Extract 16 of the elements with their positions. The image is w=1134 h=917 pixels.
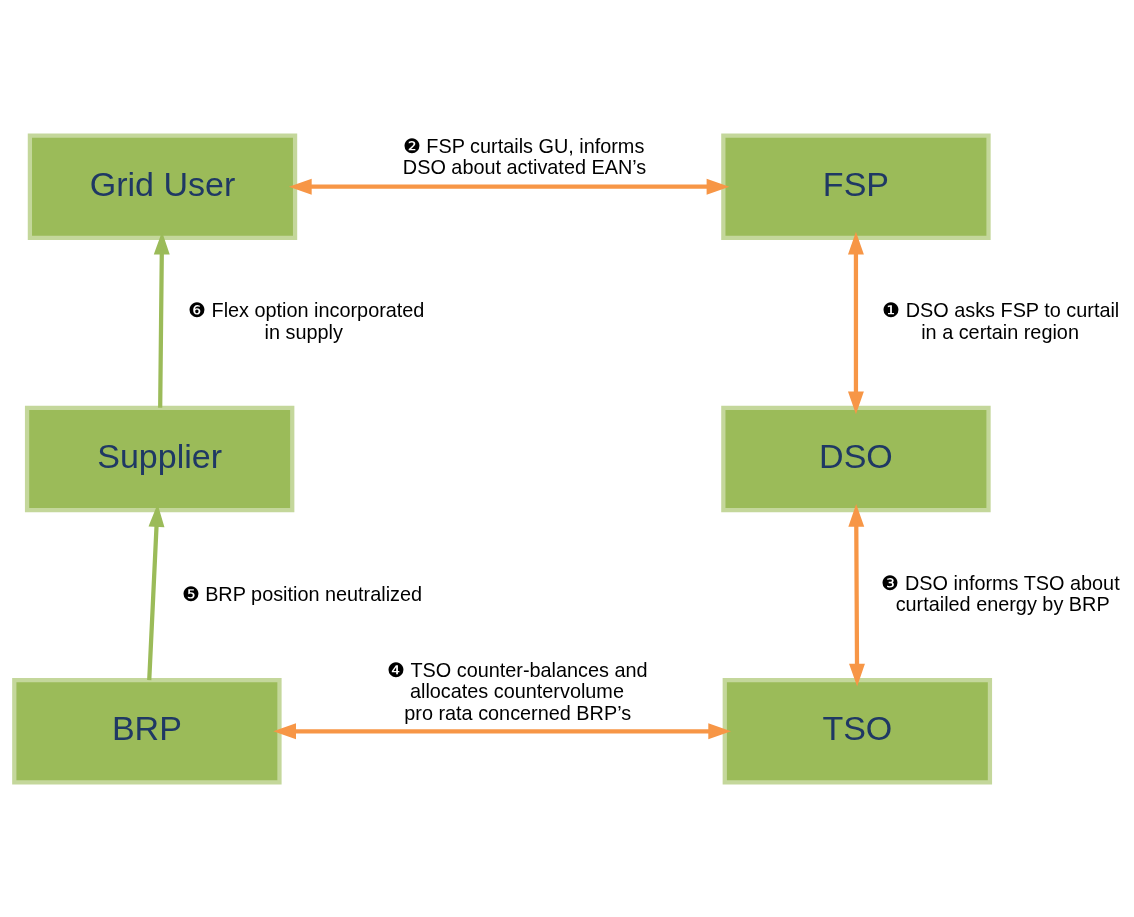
edge-label: ❺ BRP position neutralized: [181, 582, 423, 605]
arrow: [848, 503, 865, 686]
arrow: [273, 722, 732, 739]
arrow: [848, 231, 864, 414]
arrow: [288, 178, 730, 195]
edge-label: ❹ TSO counter-balances and allocates countervolume pro rata concerned BRP’s: [387, 658, 648, 724]
edge-label: ❷ FSP curtails GU, informs DSO about activated EAN’s: [402, 134, 647, 178]
node-box: TSO: [722, 677, 993, 784]
node-box: DSO: [721, 405, 991, 512]
edge-label: ❶ DSO asks FSP to curtail in a certain region: [882, 298, 1120, 343]
edge-label: ❻ Flex option incorporated in supply: [188, 298, 425, 343]
node-box: Supplier: [24, 405, 295, 512]
edge-label: ❸ DSO informs TSO about curtailed energy by BRP: [881, 571, 1120, 615]
node-box: FSP: [721, 133, 991, 240]
node-box: Grid User: [27, 133, 298, 240]
node-box: BRP: [12, 677, 282, 784]
